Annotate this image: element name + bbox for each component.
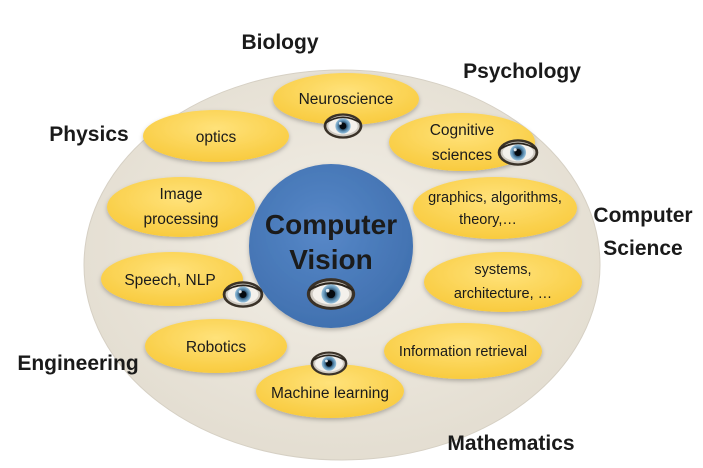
pill-machine-learning xyxy=(256,364,404,418)
outer-label-computer-science-line1: Computer xyxy=(593,204,692,227)
outer-label-physics: Physics xyxy=(49,123,128,146)
eye-icon xyxy=(323,112,363,140)
center-label-line1: Computer xyxy=(265,209,397,240)
outer-label-computer-science-line2: Science xyxy=(603,237,682,260)
eye-icon xyxy=(310,350,348,377)
pill-label-information-retrieval: Information retrieval xyxy=(399,344,527,360)
pill-label-image-line1: Image xyxy=(159,186,202,203)
pill-robotics xyxy=(145,319,287,373)
outer-label-engineering: Engineering xyxy=(17,352,138,375)
center-label-line2: Vision xyxy=(289,244,373,275)
pill-speech-nlp xyxy=(101,252,243,306)
pill-systems-architecture xyxy=(424,252,582,312)
center-circle xyxy=(249,164,413,328)
pill-cognitive-sciences xyxy=(389,113,535,171)
outer-label-biology: Biology xyxy=(242,31,319,54)
pill-neuroscience xyxy=(273,73,419,125)
pill-label-image-line2: processing xyxy=(144,211,219,228)
pill-information-retrieval xyxy=(384,323,542,379)
outer-label-mathematics: Mathematics xyxy=(447,432,574,455)
pill-label-graphics-line1: graphics, algorithms, xyxy=(428,190,562,206)
pill-label-neuroscience: Neuroscience xyxy=(299,91,394,108)
pill-label-speech: Speech, NLP xyxy=(124,272,215,289)
pill-optics xyxy=(143,110,289,162)
pill-label-cognitive-line1: Cognitive xyxy=(430,122,495,139)
pill-graphics-algorithms xyxy=(413,177,577,239)
pill-label-optics: optics xyxy=(196,129,237,146)
pill-label-machine-learning: Machine learning xyxy=(271,385,389,402)
eye-icon xyxy=(306,277,356,311)
eye-icon xyxy=(222,280,264,309)
pill-label-graphics-line2: theory,… xyxy=(459,212,517,228)
pill-label-systems-line1: systems, xyxy=(474,262,531,278)
pill-label-cognitive-line2: sciences xyxy=(432,147,493,164)
eye-icon xyxy=(497,138,539,167)
outer-label-psychology: Psychology xyxy=(463,60,581,83)
pill-label-robotics: Robotics xyxy=(186,339,247,356)
pill-image-processing xyxy=(107,177,255,237)
pill-label-systems-line2: architecture, … xyxy=(454,286,552,302)
